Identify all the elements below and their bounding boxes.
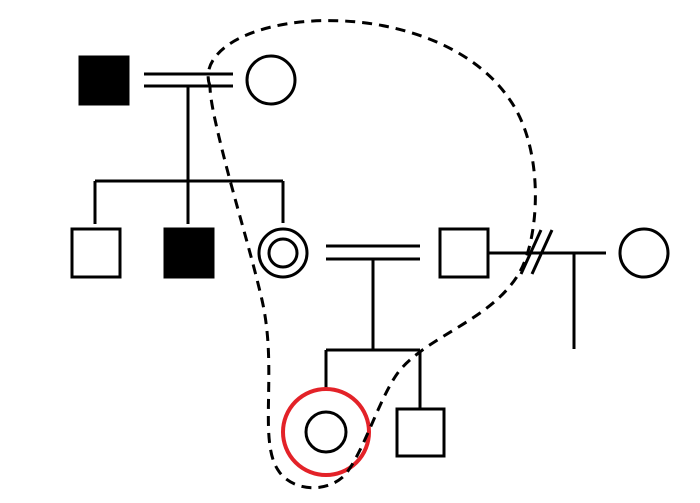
proband-highlight-ring	[281, 387, 371, 477]
gen2-other-partner-female	[618, 227, 670, 279]
gen3-son-male	[395, 407, 446, 458]
divorce-slash-2	[530, 229, 554, 275]
dashed-loop-annotation	[206, 19, 537, 490]
divorce-slash-1	[519, 229, 543, 275]
gen2-son-1-male	[70, 227, 122, 279]
gen2-daughter-outer-circle	[257, 227, 309, 279]
gen1-mother-female	[245, 54, 297, 106]
gen2-son-2-affected-male	[163, 227, 215, 279]
gen2-husband-male	[438, 227, 490, 279]
gen2-daughter-inner-circle	[267, 237, 299, 269]
gen3-daughter-female	[304, 410, 348, 454]
gen1-father-affected-male	[78, 55, 130, 106]
